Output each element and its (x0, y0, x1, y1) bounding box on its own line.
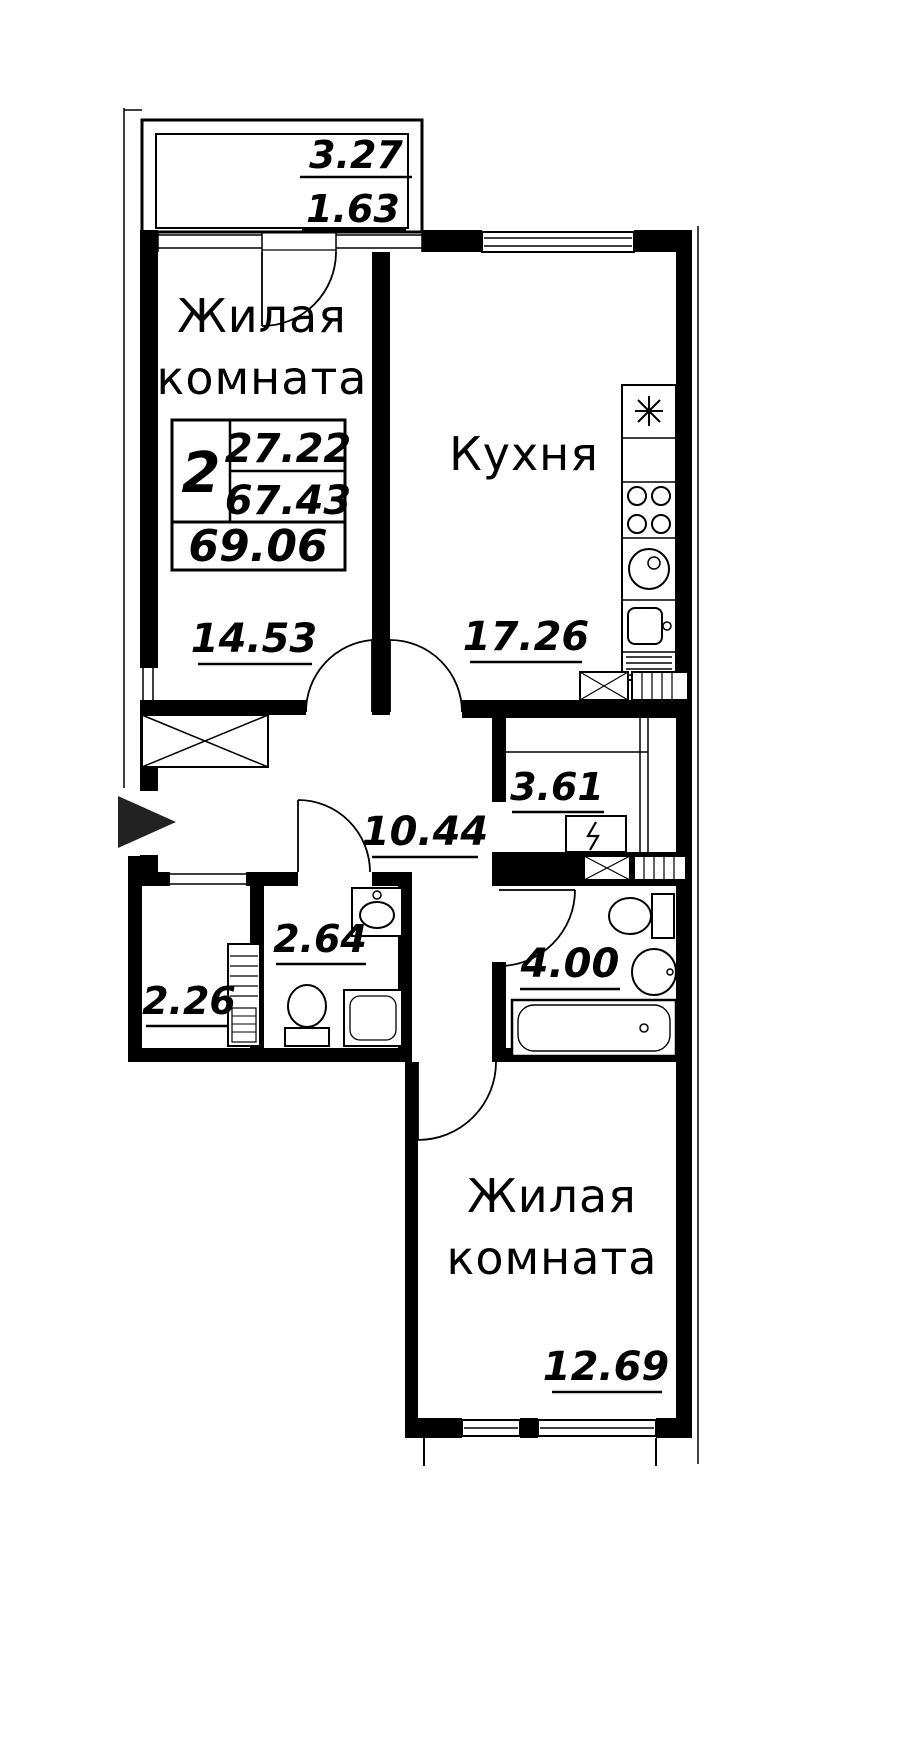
living-bottom-name-line1: Жилая (467, 1169, 637, 1223)
balcony-area-reduced-label: 1.63 (306, 187, 400, 231)
info-table: 2 27.22 67.43 69.06 (170, 418, 352, 572)
storage-area-label: 2.26 (142, 979, 236, 1023)
bathroom-small-sink-icon (351, 887, 403, 937)
kitchen-appliances (621, 384, 677, 681)
balcony-glazing (157, 232, 423, 252)
bathroom-sink-icon (631, 948, 677, 996)
living-bottom-name-line2: комната (447, 1231, 658, 1285)
kitchen-window (481, 231, 635, 253)
closet-label: 3.61 (510, 765, 604, 814)
kitchen-area-label: 17.26 (463, 614, 590, 660)
toilet2-icon (608, 893, 675, 939)
wardrobe-icon (141, 714, 269, 768)
storage-label: 2.26 (142, 979, 236, 1028)
kitchen-name: Кухня (449, 427, 599, 481)
left-wall-niche (142, 668, 154, 712)
entrance-opening (140, 789, 158, 857)
closet-shelves (506, 718, 649, 852)
living-top-area-label: 14.53 (191, 616, 318, 662)
rooms-count-label: 2 (182, 441, 221, 506)
toilet-icon (284, 984, 330, 1047)
bathroom-small-door (297, 799, 371, 873)
water-heater-icon (227, 943, 261, 1047)
living-top-name-line1: Жилая (177, 289, 347, 343)
living-bottom-area-label: 12.69 (543, 1344, 670, 1390)
closet-area-label: 3.61 (510, 765, 604, 809)
electric-panel-icon (565, 815, 627, 853)
bathroom-small-area-label: 2.64 (273, 917, 367, 961)
vent-shaft-icon (579, 671, 689, 701)
kitchen-sink-icon (627, 607, 672, 645)
living-room-bottom-name: Жилая комната (447, 1169, 658, 1285)
kitchen-door (389, 639, 463, 713)
hallway-label: 10.44 (362, 809, 489, 859)
fridge-icon (635, 396, 663, 426)
balcony-outline (140, 118, 424, 234)
living-top-door (305, 639, 373, 713)
balcony-area-label: 3.27 (309, 133, 403, 177)
washer-icon (343, 989, 403, 1047)
vent-shaft2-icon (583, 855, 687, 881)
living-room-top-name: Жилая комната (157, 289, 368, 405)
apartment-area-label: 67.43 (225, 478, 352, 524)
entry-arrow-icon (118, 796, 176, 848)
kitchen-labels: Кухня 17.26 (449, 427, 599, 664)
living-area-label: 27.22 (225, 426, 352, 472)
living-top-name-line2: комната (157, 351, 368, 405)
bathtub-icon (510, 998, 678, 1058)
bathroom-large-area-label: 4.00 (520, 941, 620, 987)
bathroom-small-label: 2.64 (273, 917, 367, 966)
storage-opening (170, 873, 246, 885)
bathroom-large-door (498, 889, 576, 967)
living-bottom-windows (461, 1419, 657, 1437)
total-area-label: 69.06 (188, 521, 327, 572)
balcony-labels: 3.27 1.63 (300, 133, 412, 232)
washing-machine-icon (628, 548, 670, 590)
stove-icon (627, 486, 671, 534)
living-bottom-door (417, 1061, 497, 1141)
living-room-bottom-area: 12.69 (543, 1344, 670, 1394)
section-lines (123, 108, 699, 1464)
balcony-door (261, 251, 337, 327)
living-room-top-area: 14.53 (191, 616, 318, 666)
hallway-area-label: 10.44 (362, 809, 489, 855)
bathroom-large-label: 4.00 (520, 941, 620, 991)
